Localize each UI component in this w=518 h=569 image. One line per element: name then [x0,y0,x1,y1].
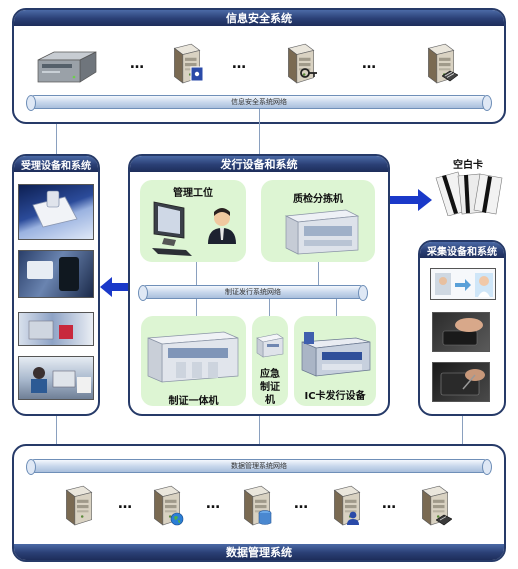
server-icon [62,484,94,526]
blank-card-icon [435,171,503,216]
database-icon [258,510,272,525]
connector-qc-sorter [318,262,319,285]
datamgmt-ellipsis-1: … [118,496,133,512]
datamgmt-network: 数据管理系统网络 [26,459,492,475]
connector-collection-datamgmt [462,416,463,463]
collection-photo-signature [432,362,490,402]
shield-badge-icon [190,66,204,82]
arrow-from-blank-card [390,189,432,211]
reception-photo-id-card [18,250,94,298]
key-icon [300,68,317,78]
qc-sorter-icon [284,209,360,255]
gear-icon [436,514,452,526]
all-in-one-icon [147,331,239,383]
blank-card-label: 空白卡 [453,160,483,171]
emergency-label: 应急制证机 [260,369,280,406]
infosec-title: 信息安全系统 [14,10,504,26]
ic-issuer-label: IC卡发行设备 [304,391,366,402]
issuing-title: 发行设备和系统 [130,156,388,172]
all-in-one-label: 制证一体机 [168,396,219,407]
tape-drive-icon [37,51,97,83]
workstation-icon [152,201,236,256]
connector-workstation [196,262,197,285]
globe-icon [170,512,184,526]
reception-photo-counter [18,312,94,346]
infosec-network: 信息安全系统网络 [26,95,492,111]
datamgmt-ellipsis-4: … [382,496,397,512]
collection-title: 采集设备和系统 [420,242,504,258]
arrow-to-reception [100,277,130,297]
connector-infosec-reception [56,124,57,156]
reception-title: 受理设备和系统 [14,156,98,172]
emergency-icon [256,333,284,358]
datamgmt-title: 数据管理系统 [14,544,504,560]
datamgmt-ellipsis-3: … [294,496,309,512]
connector-issuing-datamgmt [259,416,260,463]
connector-emergency [269,299,270,316]
emergency-area [252,316,288,406]
collection-photo-portrait [430,268,496,300]
connector-all-in-one [196,299,197,316]
datamgmt-ellipsis-2: … [206,496,221,512]
connector-infosec-issuing [259,109,260,156]
connector-reception-datamgmt [56,416,57,463]
collection-photo-fingerprint [432,312,490,352]
workstation-label: 管理工位 [173,188,213,199]
ic-issuer-icon [301,332,371,377]
infosec-ellipsis-2: … [232,56,247,72]
firewall-icon [442,70,458,82]
reception-photo-office [18,356,94,400]
user-icon [347,511,359,525]
qc-sorter-label: 质检分拣机 [293,194,343,205]
reception-photo-card-reader [18,184,94,240]
infosec-ellipsis-1: … [130,56,145,72]
issuing-network: 制证发行系统网络 [138,285,368,301]
connector-ic-issuer [336,299,337,316]
infosec-ellipsis-3: … [362,56,377,72]
